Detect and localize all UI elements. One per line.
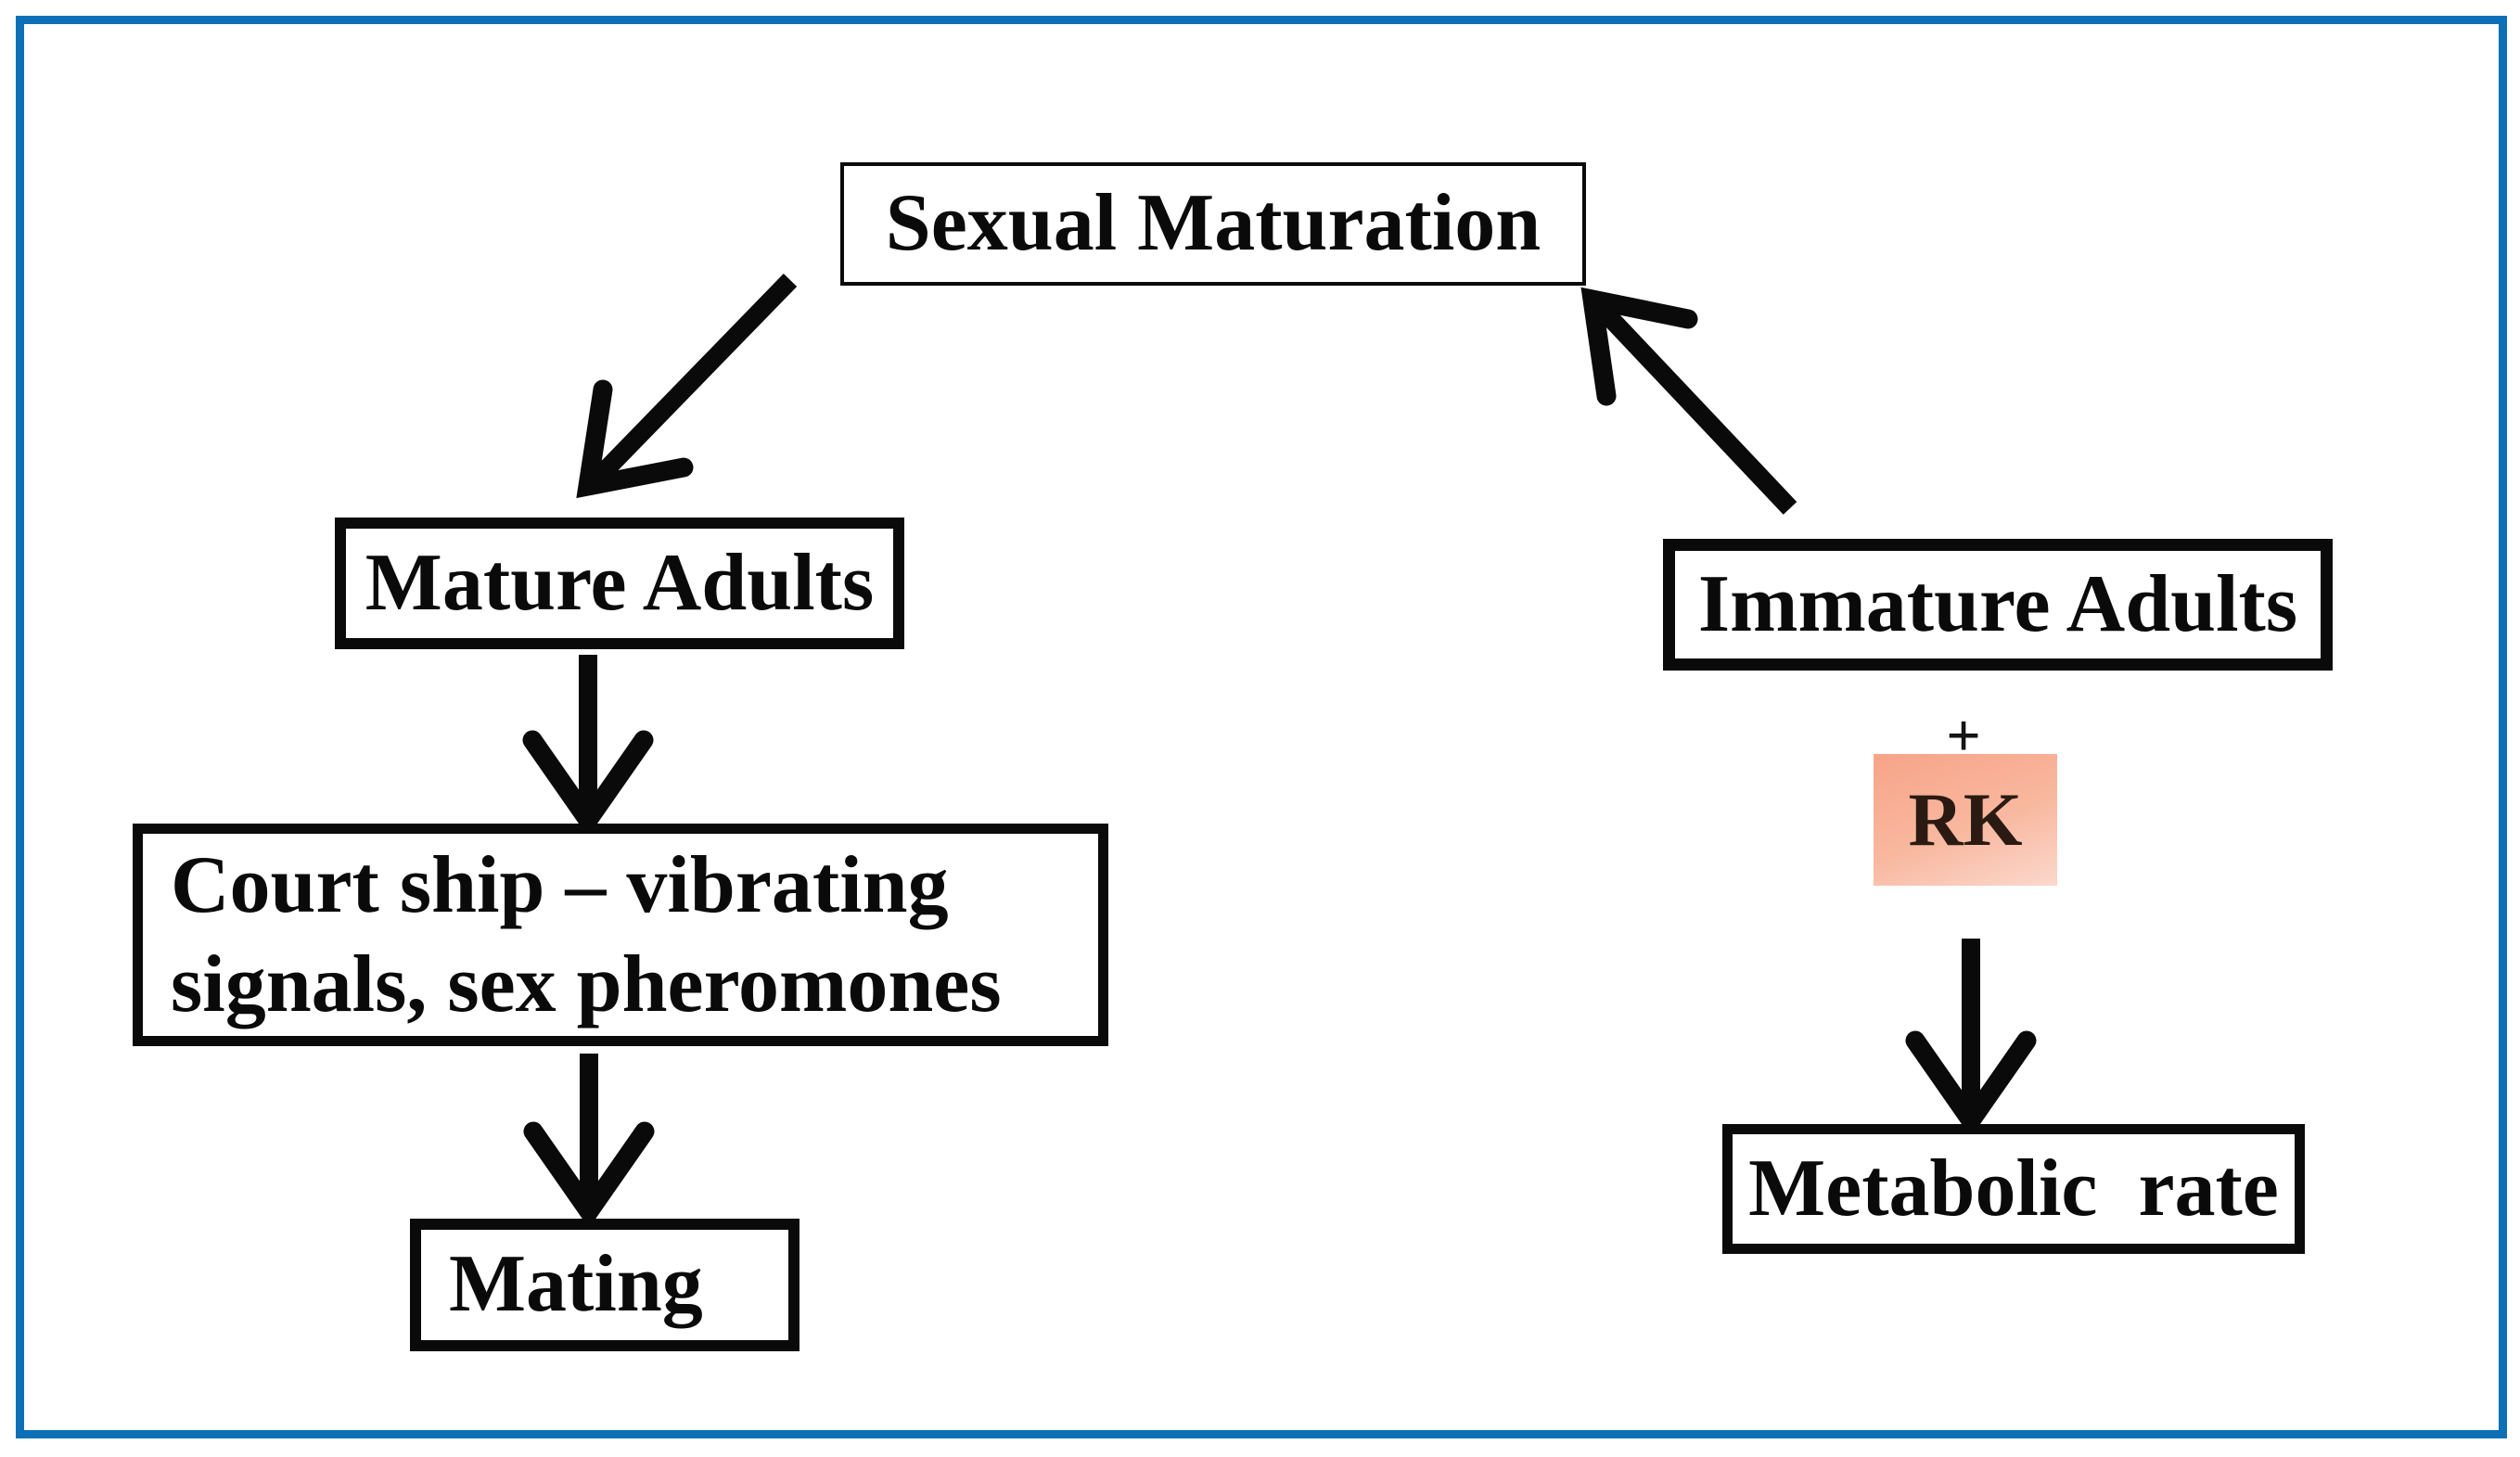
courtship-label-line1: Court ship – vibrating <box>171 839 949 930</box>
arrow-mature-adults-to-courtship <box>522 655 654 837</box>
mature-adults-label: Mature Adults <box>365 537 875 628</box>
node-rk-highlight: RK <box>1874 754 2057 886</box>
mating-label: Mating <box>449 1239 703 1330</box>
immature-adults-label: Immature Adults <box>1697 558 2298 649</box>
node-courtship: Court ship – vibrating signals, sex pher… <box>133 824 1108 1046</box>
sexual-maturation-label: Sexual Maturation <box>885 178 1541 269</box>
node-mature-adults: Mature Adults <box>335 518 904 649</box>
courtship-label-line2: signals, sex pheromones <box>171 939 1002 1029</box>
metabolic-rate-label: Metabolic rate <box>1748 1143 2279 1233</box>
node-mating: Mating <box>410 1219 799 1351</box>
arrow-sexual-maturation-to-mature-adults <box>576 274 798 499</box>
arrow-immature-adults-to-sexual-maturation <box>1580 287 1797 515</box>
node-metabolic-rate: Metabolic rate <box>1722 1124 2305 1254</box>
arrow-rk-to-metabolic-rate <box>1905 939 2037 1138</box>
node-immature-adults: Immature Adults <box>1663 539 2333 671</box>
rk-label: RK <box>1908 777 2023 862</box>
arrow-courtship-to-mating <box>523 1054 655 1229</box>
node-sexual-maturation: Sexual Maturation <box>840 162 1586 286</box>
